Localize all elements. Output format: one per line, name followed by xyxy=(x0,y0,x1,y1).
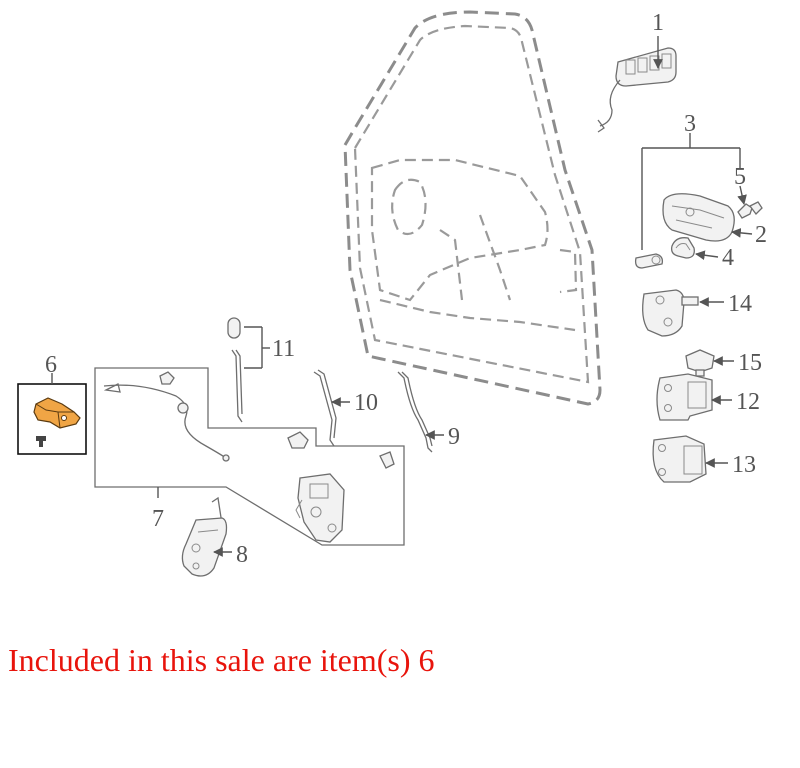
callout-4: 4 xyxy=(722,245,734,271)
callout-11-bracket xyxy=(244,326,270,369)
part-8-lock-actuator xyxy=(181,496,228,577)
callout-12: 12 xyxy=(736,389,760,415)
part-11-rod xyxy=(227,317,243,423)
callout-15: 15 xyxy=(738,350,762,376)
callout-9: 9 xyxy=(448,424,460,450)
part-4-clip xyxy=(670,237,695,259)
callout-5: 5 xyxy=(734,164,746,190)
part-9-rod xyxy=(397,371,433,453)
callout-3: 3 xyxy=(684,111,696,137)
part-12-upper-hinge xyxy=(656,373,713,421)
callout-6: 6 xyxy=(45,352,57,378)
part-6-bracket xyxy=(33,397,81,429)
callout-8: 8 xyxy=(236,542,248,568)
sale-note: Included in this sale are item(s) 6 xyxy=(8,642,435,678)
callout-14: 14 xyxy=(728,291,752,317)
parts-diagram: 1 3 5 2 4 14 15 12 13 11 10 9 7 8 6 xyxy=(17,10,767,577)
group-7-boundary xyxy=(94,367,405,546)
part-6-screw xyxy=(36,436,46,447)
callout-7: 7 xyxy=(152,506,164,532)
callout-13: 13 xyxy=(732,452,756,478)
part-7-latch-assembly xyxy=(103,371,395,543)
callout-11: 11 xyxy=(272,336,295,362)
part-2-outside-handle xyxy=(662,193,735,242)
callout-3-bracket xyxy=(641,133,741,250)
callout-1: 1 xyxy=(652,10,664,36)
part-1-window-switch xyxy=(597,47,677,133)
part-3-lock-cylinder xyxy=(634,253,664,269)
part-6-highlight-box xyxy=(17,373,87,455)
part-14-door-check xyxy=(642,289,699,337)
part-13-lower-hinge xyxy=(652,435,707,483)
leader-lines xyxy=(157,36,753,557)
part-5-clip xyxy=(737,201,763,219)
part-10-rod xyxy=(313,369,337,447)
door-frame-outline xyxy=(343,10,602,406)
callout-2: 2 xyxy=(755,222,767,248)
callout-10: 10 xyxy=(354,390,378,416)
part-15-bolt xyxy=(685,349,715,377)
